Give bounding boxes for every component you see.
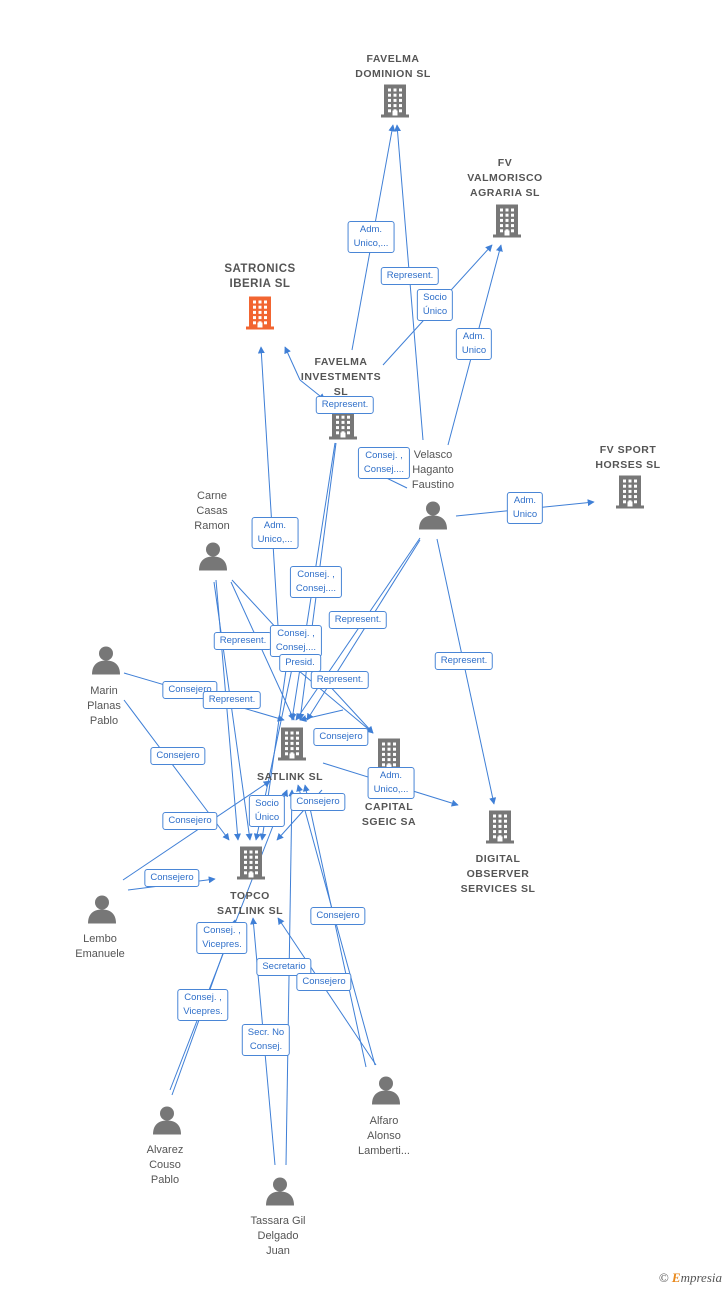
edge-line (299, 709, 344, 722)
person-icon[interactable] (418, 500, 448, 535)
company-label[interactable]: FAVELMA INVESTMENTS SL (300, 356, 382, 398)
person-icon[interactable] (91, 645, 121, 680)
edge-line (257, 346, 279, 627)
relation-label[interactable]: Consejero (162, 812, 218, 830)
person-label[interactable]: Marin Planas Pablo (87, 685, 121, 727)
person-label[interactable]: Carne Casas Ramon (194, 490, 230, 532)
relation-label[interactable]: Adm. Unico,... (367, 767, 415, 799)
edge-line (122, 780, 271, 881)
person-label[interactable]: Tassara Gil Delgado Juan (250, 1215, 306, 1257)
company-label[interactable]: CAPITAL SGEIC SA (361, 801, 417, 828)
edge-line (277, 917, 377, 1066)
relation-label[interactable]: Socio Único (248, 795, 286, 827)
person-icon[interactable] (87, 894, 117, 929)
relation-label[interactable]: Adm. Unico,... (347, 221, 395, 253)
relation-label[interactable]: Consej. , Vicepres. (196, 922, 248, 954)
relation-label[interactable]: Socio Único (416, 289, 454, 321)
person-label[interactable]: Velasco Haganto Faustino (411, 449, 455, 491)
building-icon[interactable] (616, 475, 644, 514)
building-icon[interactable] (278, 727, 306, 766)
edge-line (296, 784, 376, 1066)
building-icon[interactable] (381, 84, 409, 123)
person-label[interactable]: Lembo Emanuele (75, 933, 125, 960)
relation-label[interactable]: Secretario (256, 958, 312, 976)
person-label[interactable]: Alvarez Couso Pablo (146, 1144, 184, 1186)
edge-line (306, 539, 421, 721)
company-label[interactable]: FAVELMA DOMINION SL (355, 53, 431, 80)
edge-line (284, 346, 301, 381)
relation-label[interactable]: Presid. (279, 654, 321, 672)
relation-label[interactable]: Consejero (313, 728, 369, 746)
building-icon[interactable] (486, 810, 514, 849)
company-label[interactable]: TOPCO SATLINK SL (216, 890, 284, 917)
relation-label[interactable]: Consejero (296, 973, 352, 991)
relation-label[interactable]: Adm. Unico,... (251, 517, 299, 549)
relation-label[interactable]: Consej. , Consej.... (357, 447, 411, 479)
company-label[interactable]: SATRONICS IBERIA SL (224, 263, 296, 290)
building-icon[interactable] (493, 204, 521, 243)
relation-label[interactable]: Represent. (434, 652, 494, 670)
relation-label[interactable]: Consej. , Vicepres. (177, 989, 229, 1021)
relation-label[interactable]: Consej. , Consej.... (289, 566, 343, 598)
relation-label[interactable]: Adm. Unico (455, 328, 493, 360)
edge-line (295, 537, 421, 721)
empresia-logo: © Empresia (658, 1270, 722, 1285)
person-label[interactable]: Alfaro Alonso Lamberti... (358, 1115, 410, 1157)
person-icon[interactable] (371, 1075, 401, 1110)
relation-label[interactable]: Represent. (213, 632, 273, 650)
edge-line (436, 538, 497, 805)
building-icon[interactable] (246, 296, 274, 335)
relation-label[interactable]: Represent. (315, 396, 375, 414)
edge-line (302, 784, 367, 1068)
company-label[interactable]: FV VALMORISCO AGRARIA SL (467, 157, 543, 199)
edge-line (285, 789, 296, 1166)
edge-line (230, 581, 295, 721)
relation-label[interactable]: Represent. (380, 267, 440, 285)
person-icon[interactable] (198, 541, 228, 576)
company-label[interactable]: SATLINK SL (256, 771, 324, 783)
relation-label[interactable]: Consejero (310, 907, 366, 925)
relation-label[interactable]: Consejero (150, 747, 206, 765)
company-label[interactable]: DIGITAL OBSERVER SERVICES SL (460, 853, 536, 895)
relation-label[interactable]: Consejero (144, 869, 200, 887)
person-icon[interactable] (265, 1176, 295, 1211)
company-label[interactable]: FV SPORT HORSES SL (595, 444, 661, 471)
building-icon[interactable] (237, 846, 265, 885)
relation-label[interactable]: Represent. (202, 691, 262, 709)
relation-label[interactable]: Adm. Unico (506, 492, 544, 524)
relation-label[interactable]: Represent. (328, 611, 388, 629)
relation-label[interactable]: Represent. (310, 671, 370, 689)
edge-line (285, 659, 374, 734)
relation-label[interactable]: Secr. No Consej. (241, 1024, 291, 1056)
relation-label[interactable]: Consej. , Consej.... (269, 625, 323, 657)
edge-line (213, 581, 253, 841)
relation-label[interactable]: Consejero (290, 793, 346, 811)
building-icon[interactable] (329, 406, 357, 445)
person-icon[interactable] (152, 1105, 182, 1140)
